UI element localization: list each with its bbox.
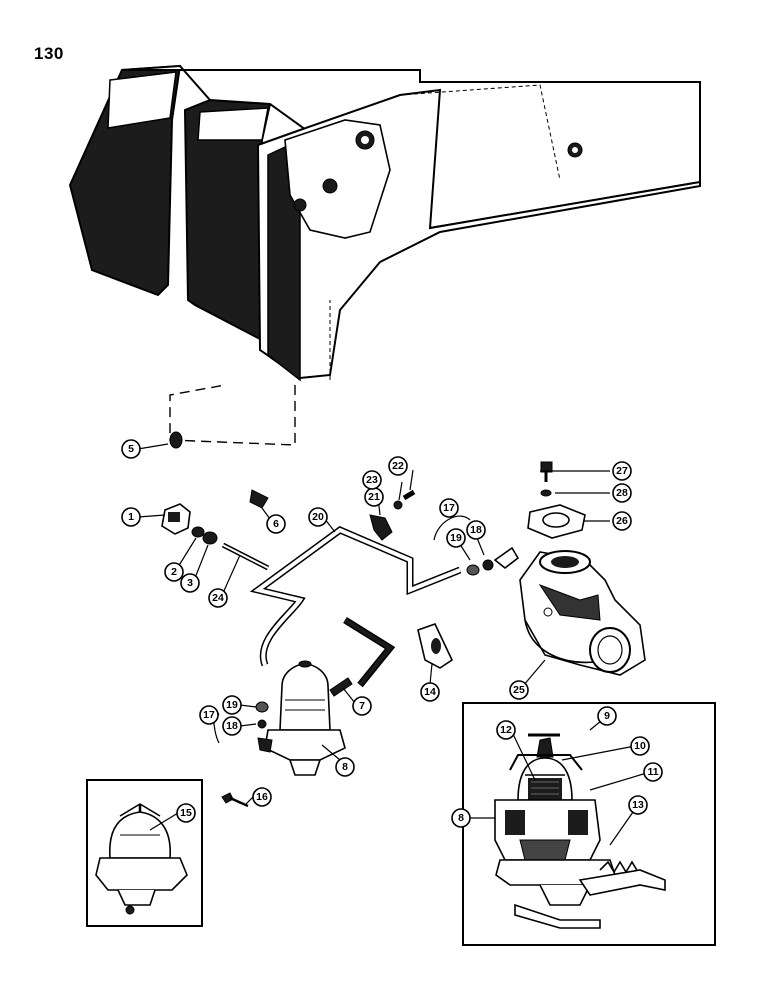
callout-2: 2 bbox=[164, 562, 184, 582]
svg-text:8: 8 bbox=[458, 812, 464, 824]
pump-gasket bbox=[417, 623, 454, 669]
callout-18-pump: 18 bbox=[222, 716, 242, 736]
callout-9: 9 bbox=[597, 706, 617, 726]
inset-box-pump-cross-section bbox=[462, 702, 716, 946]
carburetor bbox=[519, 550, 646, 676]
carburetor-gasket bbox=[527, 504, 586, 539]
callout-15: 15 bbox=[176, 803, 196, 823]
callout-11: 11 bbox=[643, 762, 663, 782]
inset-box-alternate-pump bbox=[86, 779, 203, 927]
callout-16: 16 bbox=[252, 787, 272, 807]
svg-text:18: 18 bbox=[226, 720, 238, 732]
fuel-shutoff-valve bbox=[161, 503, 191, 535]
elbow-fitting bbox=[466, 546, 520, 576]
svg-text:26: 26 bbox=[616, 515, 628, 527]
callout-22: 22 bbox=[388, 456, 408, 476]
svg-text:24: 24 bbox=[212, 592, 224, 604]
svg-text:10: 10 bbox=[634, 740, 646, 752]
callout-18-carb: 18 bbox=[466, 520, 486, 540]
callout-12: 12 bbox=[496, 720, 516, 740]
callout-25: 25 bbox=[509, 680, 529, 700]
page-number: 130 bbox=[34, 44, 64, 63]
callout-14: 14 bbox=[420, 682, 440, 702]
callout-6: 6 bbox=[266, 514, 286, 534]
svg-text:27: 27 bbox=[616, 465, 628, 477]
callout-1: 1 bbox=[121, 507, 141, 527]
callout-8-inset: 8 bbox=[451, 808, 471, 828]
svg-text:25: 25 bbox=[513, 684, 525, 696]
callout-20: 20 bbox=[308, 507, 328, 527]
svg-text:15: 15 bbox=[180, 807, 192, 819]
fitting-parts bbox=[169, 431, 270, 571]
callout-21: 21 bbox=[364, 487, 384, 507]
svg-text:8: 8 bbox=[342, 761, 348, 773]
svg-text:9: 9 bbox=[604, 710, 610, 722]
svg-text:16: 16 bbox=[256, 791, 268, 803]
callout-10: 10 bbox=[630, 736, 650, 756]
clamp-and-bolt bbox=[369, 489, 416, 541]
svg-text:7: 7 bbox=[359, 700, 365, 712]
svg-text:13: 13 bbox=[632, 799, 644, 811]
callout-27: 27 bbox=[612, 461, 632, 481]
fuel-tank bbox=[68, 64, 701, 446]
svg-text:22: 22 bbox=[392, 460, 404, 472]
callout-17-pump: 17 bbox=[199, 705, 219, 725]
svg-text:28: 28 bbox=[616, 487, 628, 499]
svg-text:19: 19 bbox=[226, 699, 238, 711]
pump-outlet-tube bbox=[343, 617, 396, 688]
svg-text:21: 21 bbox=[368, 491, 380, 503]
svg-text:6: 6 bbox=[273, 518, 279, 530]
svg-text:12: 12 bbox=[500, 724, 512, 736]
callout-3: 3 bbox=[180, 573, 200, 593]
svg-text:19: 19 bbox=[450, 532, 462, 544]
svg-text:1: 1 bbox=[128, 511, 134, 523]
callout-19-carb: 19 bbox=[446, 528, 466, 548]
fuel-pump bbox=[221, 660, 353, 808]
callout-28: 28 bbox=[612, 483, 632, 503]
callout-26: 26 bbox=[612, 511, 632, 531]
callout-8-pump: 8 bbox=[335, 757, 355, 777]
carb-bolt-and-washer bbox=[540, 461, 553, 497]
callout-5: 5 bbox=[121, 439, 141, 459]
svg-text:3: 3 bbox=[187, 577, 193, 589]
svg-text:18: 18 bbox=[470, 524, 482, 536]
svg-text:20: 20 bbox=[312, 511, 324, 523]
svg-text:17: 17 bbox=[203, 709, 215, 721]
svg-text:17: 17 bbox=[443, 502, 455, 514]
callout-13: 13 bbox=[628, 795, 648, 815]
svg-text:14: 14 bbox=[424, 686, 436, 698]
fuel-line-tube bbox=[249, 525, 462, 667]
callout-23: 23 bbox=[362, 470, 382, 490]
svg-text:2: 2 bbox=[171, 566, 177, 578]
callout-24: 24 bbox=[208, 588, 228, 608]
callout-7: 7 bbox=[352, 696, 372, 716]
svg-text:11: 11 bbox=[647, 766, 658, 778]
callout-19-pump: 19 bbox=[222, 695, 242, 715]
callout-17-carb: 17 bbox=[439, 498, 459, 518]
svg-text:23: 23 bbox=[366, 474, 378, 486]
svg-text:5: 5 bbox=[128, 443, 134, 455]
